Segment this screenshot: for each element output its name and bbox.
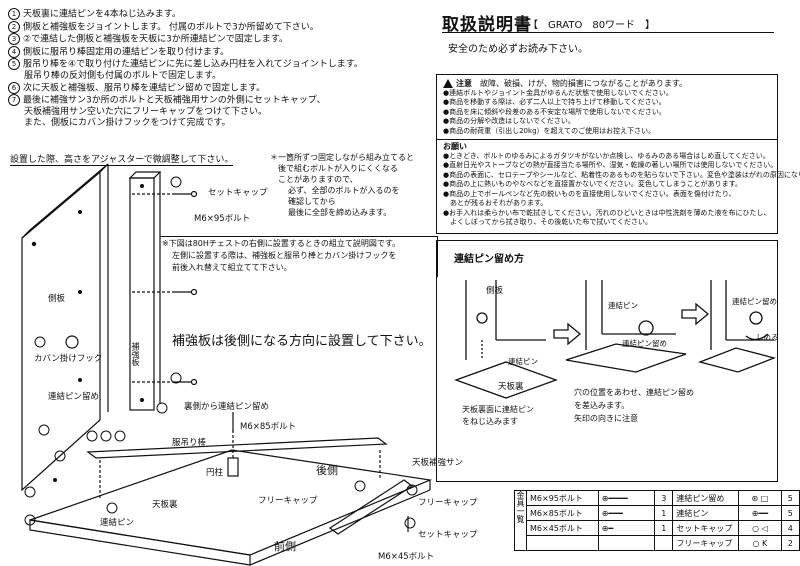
table-row: 金具一覧 M6×95ボルト ⊕━━━━ 3 連結ピン留め ⊛ □ 5 — [514, 490, 800, 551]
pin-method-tighten: しめる — [756, 333, 779, 342]
parts-table: 金具一覧 M6×95ボルト ⊕━━━━ 3 連結ピン留め ⊛ □ 5 M6×85… — [514, 490, 800, 551]
label-hanger-rod: 服吊り棒 — [172, 438, 207, 448]
safety-note: 安全のため必ずお読み下さい。 — [448, 44, 588, 55]
request-heading: お願い — [443, 142, 467, 151]
label-bolt-85: M6×85ボルト — [240, 422, 297, 432]
table-row: M6×45ボルト ⊕━ 1 セットキャップ ○ ◁ 4 — [515, 520, 800, 536]
pin-method-box — [436, 240, 778, 482]
cylinder-shape — [227, 457, 239, 477]
caution-heading: 注意 故障、破損、けが、物的損害につながることがあります。 — [443, 79, 771, 89]
note-bracket — [160, 236, 438, 277]
pin-method-side-board: 側板 — [486, 286, 504, 296]
label-back-side: 後側 — [316, 464, 338, 477]
table-row: フリーキャップ ○ K 2 — [515, 535, 800, 551]
pin-method-pin-lock-3: 連結ピン留め — [732, 297, 777, 306]
reinforce-board-shape — [129, 177, 155, 411]
label-from-inside: 裏側から連結ピン留め — [184, 402, 270, 412]
assembly-diagram — [21, 163, 433, 566]
label-reinforce-board: 補強板 — [131, 342, 140, 366]
pin-method-caption-1: 天板裏面に連結ピン をねじ込みます — [462, 405, 534, 426]
label-pin-lock: 連結ピン留め — [48, 392, 100, 402]
pin-lock-icon: ⊛ □ — [738, 490, 782, 506]
hanger-rod-shape — [86, 437, 388, 459]
pin-icon: ⊕━━ — [738, 505, 782, 521]
label-free-cap-2: フリーキャップ — [418, 498, 478, 508]
label-side-board: 側板 — [48, 294, 66, 304]
bolt-mid-icon: ⊕━━━ — [597, 505, 656, 521]
label-set-cap: セットキャップ — [208, 188, 268, 198]
warning-icon — [443, 79, 453, 88]
pin-method-top-back: 天板裏 — [498, 382, 524, 392]
label-bolt-45: M6×45ボルト — [378, 552, 435, 562]
label-bolt-95: M6×95ボルト — [194, 214, 251, 224]
side-board-shape — [21, 170, 101, 492]
title-underline — [442, 32, 774, 33]
tighten-note: ＊一箇所ずつ固定しながら組み立てると 後で組むボルトが入りにくくなる ことがあり… — [270, 153, 414, 217]
free-cap-icon: ○ K — [738, 535, 782, 551]
adjuster-note: 設置した際、高さをアジャスターで微調整して下さい。 — [10, 152, 234, 166]
pin-method-pin: 連結ピン — [508, 357, 538, 366]
model-name: 【 GRATO 80ワード 】 — [528, 20, 656, 31]
right-side-note: ※下図は80Hチェストの右側に設置するときの組立て説明図です。 左側に設置する際… — [162, 239, 401, 272]
bolt-short-icon: ⊕━ — [597, 520, 656, 536]
parts-header: 金具一覧 — [514, 490, 527, 551]
label-top-back: 天板裏 — [152, 500, 178, 510]
pin-method-pin-2: 連結ピン — [608, 301, 638, 310]
label-free-cap: フリーキャップ — [258, 496, 318, 506]
step-item: また、側板にカバン掛けフックをつけて完成です。 — [24, 117, 231, 128]
bolt-long-icon: ⊕━━━━ — [597, 490, 656, 506]
pin-method-heading: 連結ピン留め方 — [454, 254, 524, 265]
document-title: 取扱説明書 — [442, 15, 532, 35]
pin-method-pin-lock: 連結ピン留め — [622, 339, 667, 348]
top-reinforce-shape — [328, 479, 414, 535]
step-item: 服吊り棒の反対側も付属のボルトで固定します。 — [24, 70, 222, 81]
label-top-reinforce: 天板補強サン — [412, 458, 464, 468]
label-bag-hook: カバン掛けフック — [34, 354, 103, 364]
step-number: 1 — [8, 8, 20, 20]
label-front-side: 前側 — [274, 540, 296, 553]
label-cylinder: 円柱 — [206, 468, 224, 478]
table-row: M6×85ボルト ⊕━━━ 1 連結ピン ⊕━━ 5 — [515, 505, 800, 521]
pin-method-diagram — [454, 280, 776, 399]
step-item: 天板補強用サン空いた穴にフリーキャップをつけて下さい。 — [24, 106, 268, 117]
label-pin: 連結ピン — [100, 518, 135, 528]
reinforce-note: 補強板は後側になる方向に設置して下さい。 — [172, 334, 432, 349]
pin-method-caption-2: 穴の位置をあわせ、連結ピン留め を差込みます。 矢印の向きに注意 — [574, 388, 694, 423]
set-cap-icon: ○ ◁ — [738, 520, 782, 536]
label-set-cap-2: セットキャップ — [418, 530, 478, 540]
caution-box: 注意 故障、破損、けが、物的損害につながることがあります。 ●連結ボルトやジョイ… — [436, 74, 800, 234]
